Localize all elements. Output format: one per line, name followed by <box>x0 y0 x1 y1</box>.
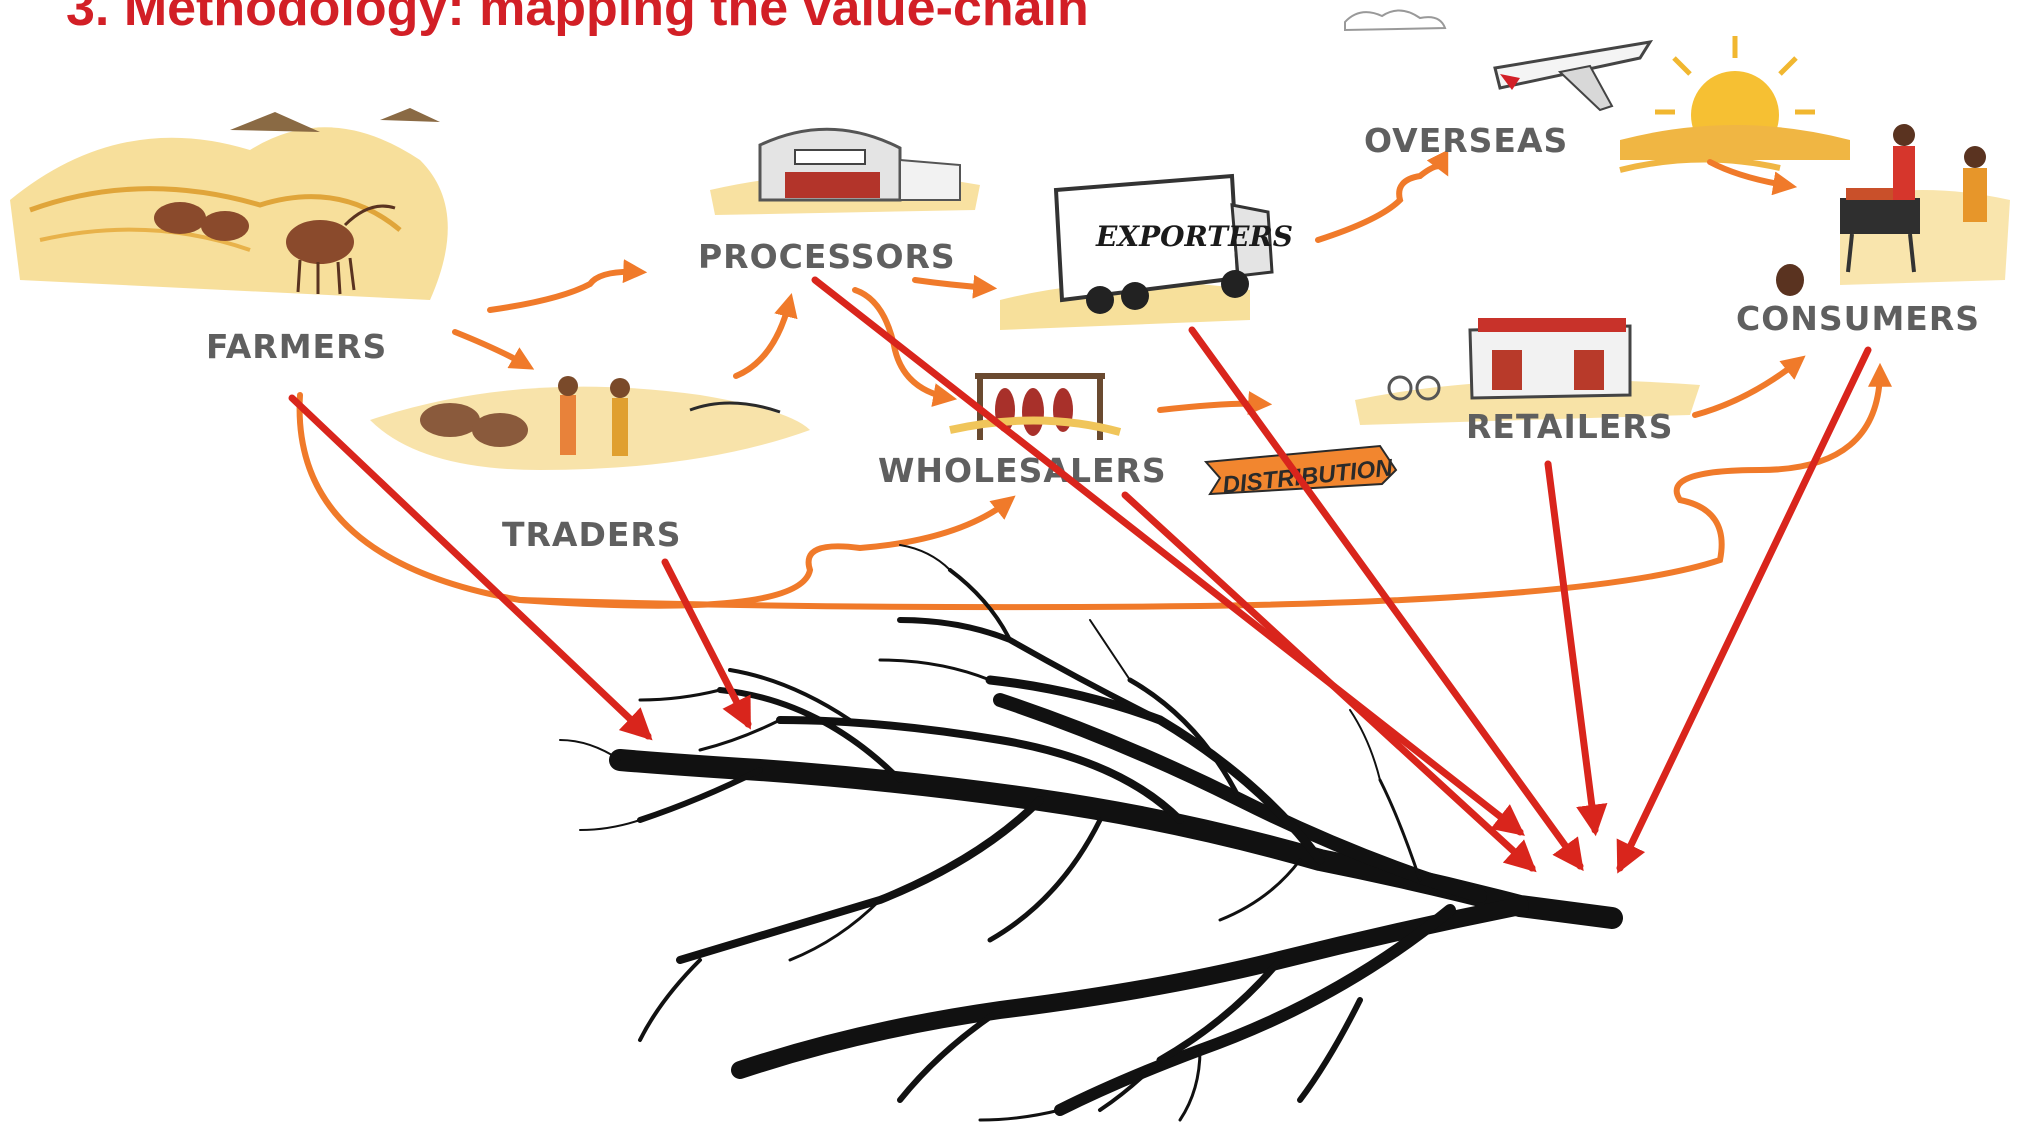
flow-processors-exporters <box>912 274 998 299</box>
exporters-label: EXPORTERS <box>1095 220 1293 253</box>
wholesalers-illustration <box>949 373 1122 440</box>
slide-title: 3. Methodology: mapping the value-chain <box>66 0 1089 37</box>
flow-processors-wholesalers <box>852 287 958 407</box>
traders-label: TRADERS <box>502 515 682 554</box>
pointer-consumers <box>1616 346 1872 874</box>
farmers-illustration <box>10 108 448 300</box>
farmers-label: FARMERS <box>206 327 387 366</box>
pointer-arrows <box>288 276 1872 874</box>
overseas-label: OVERSEAS <box>1364 121 1568 160</box>
consumers-illustration <box>1776 124 2010 296</box>
exporters-illustration: EXPORTERS <box>1000 173 1293 330</box>
flow-farmers-consumers-loop <box>517 362 1892 611</box>
retailers-illustration <box>1355 318 1700 425</box>
flow-farmers-wholesalers-loop <box>296 392 1016 609</box>
flow-wholesalers-retailers <box>1157 391 1273 416</box>
distribution-banner: DISTRIBUTION <box>1203 444 1398 499</box>
flow-exporters-overseas <box>1315 149 1449 243</box>
wholesalers-label: WHOLESALERS <box>878 451 1167 490</box>
pointer-exporters <box>1188 326 1584 872</box>
pointer-farmers <box>288 394 653 741</box>
flow-farmers-traders <box>452 329 535 370</box>
flow-arrows <box>296 149 1892 611</box>
pointer-processors <box>811 276 1525 836</box>
flow-traders-processors <box>733 293 798 379</box>
pointer-wholesalers <box>1121 491 1537 873</box>
flow-overseas-consumers <box>1707 159 1798 196</box>
flow-retailers-consumers <box>1692 355 1806 418</box>
overseas-illustration <box>1344 9 1850 173</box>
processors-label: PROCESSORS <box>698 237 956 276</box>
pointer-retailers <box>1544 460 1608 837</box>
consumers-label: CONSUMERS <box>1736 299 1980 338</box>
traders-illustration <box>370 376 810 470</box>
flow-farmers-processors <box>487 259 648 313</box>
pointer-traders <box>661 558 752 730</box>
tree-illustration <box>559 544 1623 1122</box>
processors-illustration <box>710 127 980 215</box>
retailers-label: RETAILERS <box>1466 407 1673 446</box>
